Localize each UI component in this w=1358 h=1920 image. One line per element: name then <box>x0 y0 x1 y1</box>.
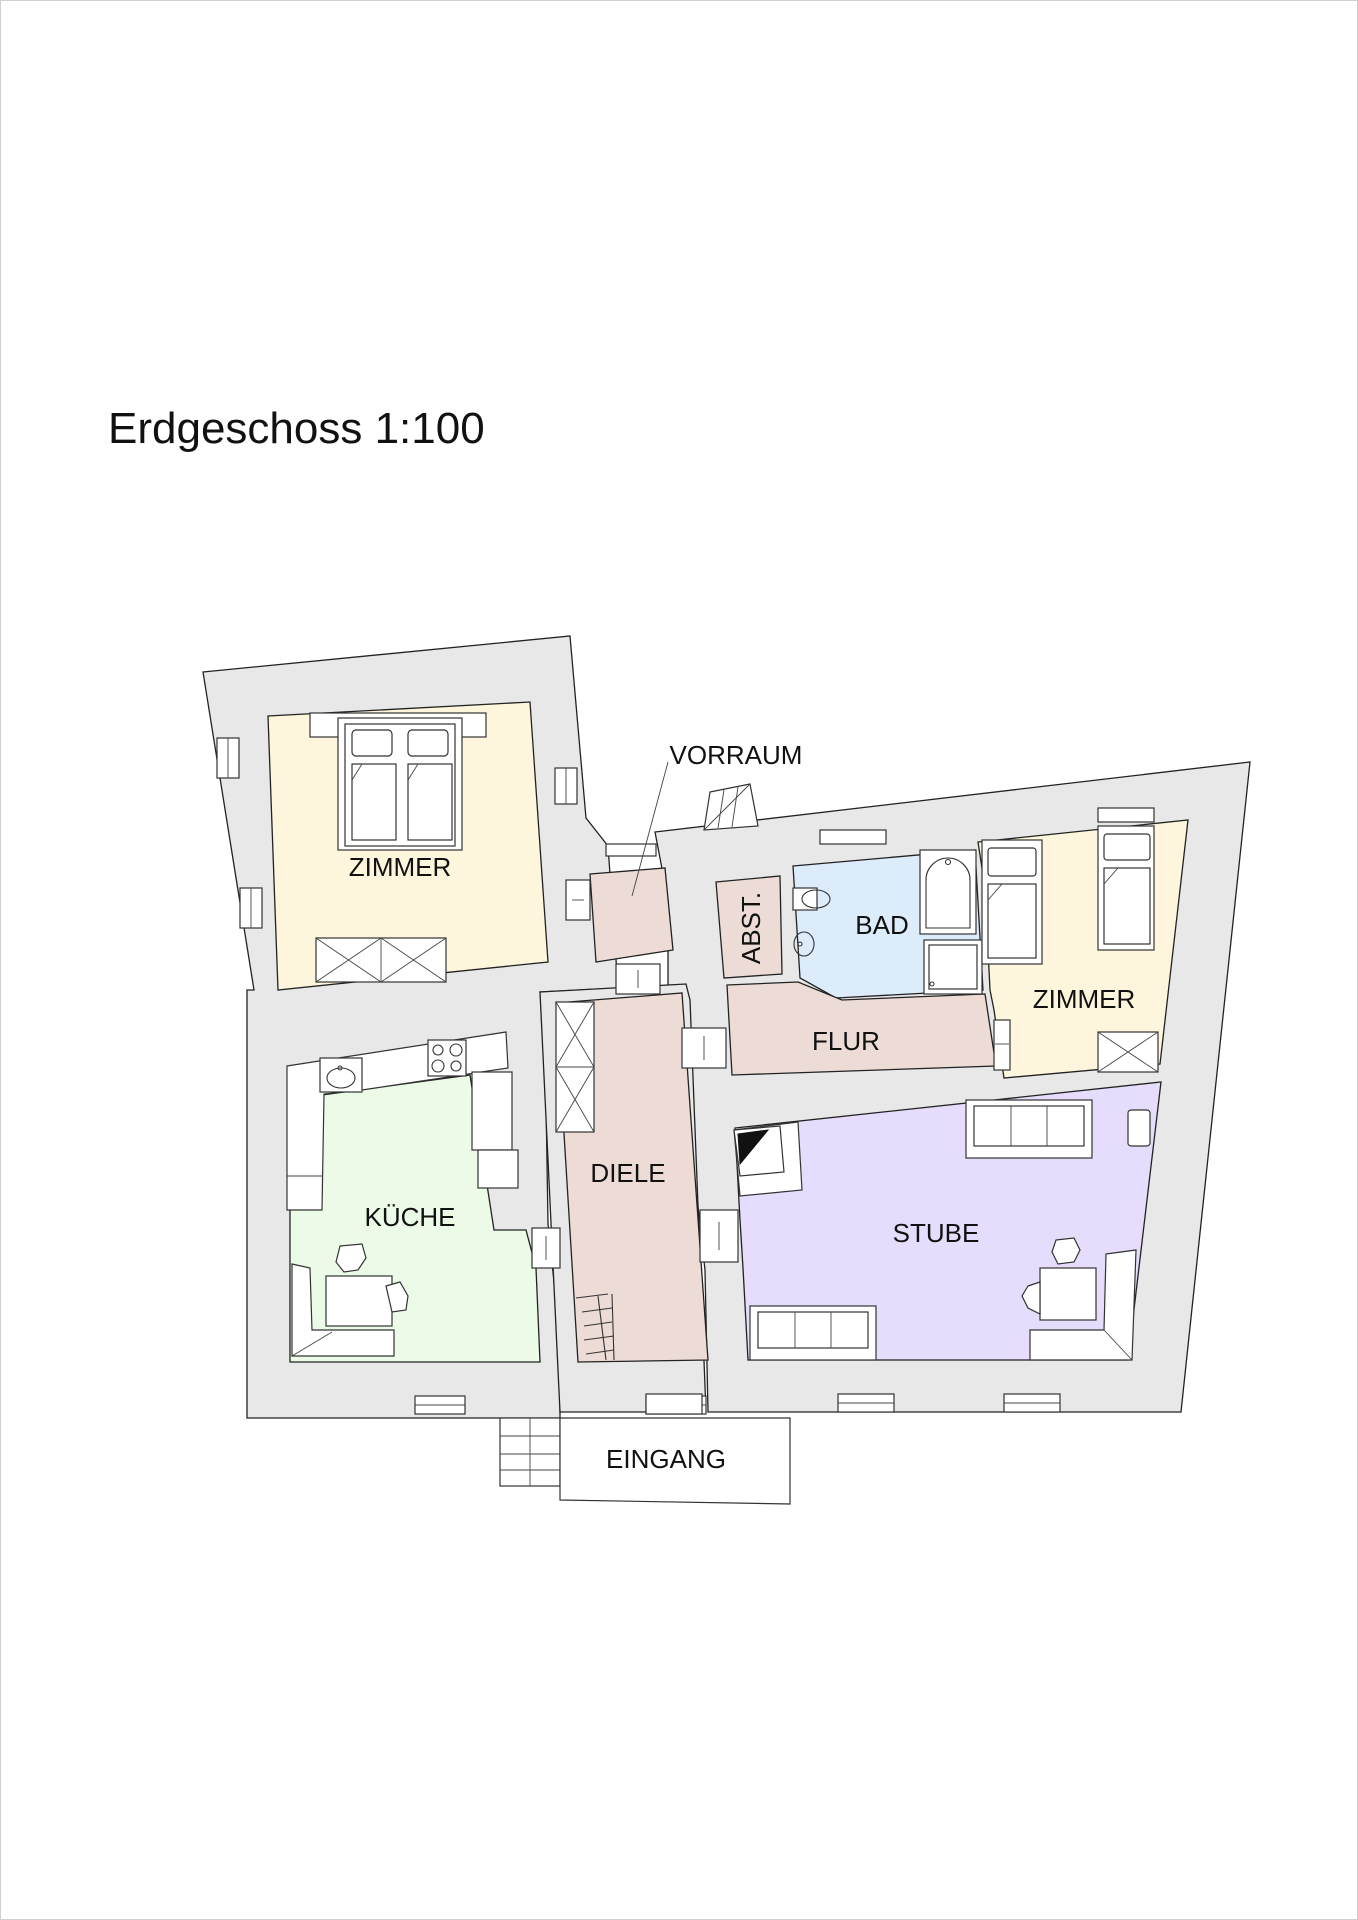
beds-right <box>981 825 1155 965</box>
label-bad: BAD <box>855 910 908 940</box>
stove-stube <box>733 1121 803 1197</box>
label-kueche: KÜCHE <box>364 1202 455 1232</box>
wardrobe-diele <box>555 1001 595 1133</box>
plan-title: Erdgeschoss 1:100 <box>108 404 485 453</box>
wardrobe-left <box>315 937 447 983</box>
label-diele: DIELE <box>590 1158 665 1188</box>
chair-stube-corner <box>1127 1109 1151 1147</box>
room-abst <box>715 875 783 979</box>
wardrobe-right <box>1097 1031 1159 1073</box>
label-stube: STUBE <box>893 1218 980 1248</box>
label-vorraum: VORRAUM <box>670 740 803 770</box>
label-zimmer-right: ZIMMER <box>1033 984 1136 1014</box>
sofa-stube-top <box>965 1099 1093 1159</box>
dining-set-kueche <box>291 1243 409 1357</box>
room-vorraum <box>589 867 674 963</box>
label-abst: ABST. <box>736 892 766 964</box>
label-zimmer-left: ZIMMER <box>349 852 452 882</box>
dining-set-stube <box>1021 1237 1137 1361</box>
bath-fixtures <box>792 849 983 995</box>
bed-double-left <box>309 712 487 851</box>
room-flur <box>726 981 997 1076</box>
kitchen-counter <box>286 1031 519 1211</box>
vorraum-stair <box>631 761 759 897</box>
sofa-stube-bottom <box>749 1305 877 1361</box>
entrance-steps <box>499 1417 791 1505</box>
doors <box>531 879 1011 1415</box>
label-flur: FLUR <box>812 1026 880 1056</box>
label-eingang: EINGANG <box>606 1444 726 1474</box>
windows <box>216 737 1155 1415</box>
stair-diele <box>575 1293 615 1361</box>
